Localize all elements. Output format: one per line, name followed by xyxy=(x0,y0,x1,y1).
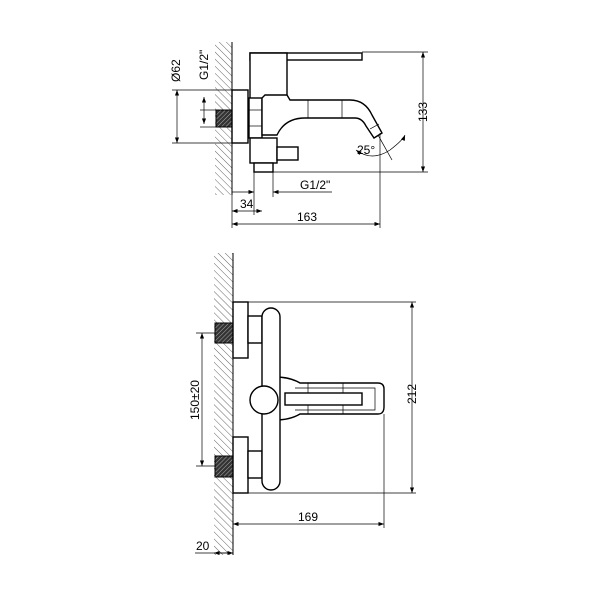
lower-flange xyxy=(232,436,249,494)
lower-inlet-thread xyxy=(214,455,234,478)
dim-offset-label: 34 xyxy=(240,197,254,211)
wall-flange xyxy=(231,89,249,144)
upper-inlet-thread xyxy=(214,322,234,344)
dim-angle-label: 25° xyxy=(357,143,375,157)
hex-nut xyxy=(248,97,263,139)
side-view: Ø62 G1/2" 133 25° G1/2" 34 163 xyxy=(169,42,430,228)
dim-depth-label: 163 xyxy=(297,210,317,224)
diverter-body xyxy=(249,137,278,164)
inlet-thread xyxy=(215,109,233,128)
upper-nut xyxy=(247,315,263,344)
upper-flange xyxy=(232,301,249,359)
lower-nut xyxy=(247,450,263,479)
front-view: 212 169 150±20 20 xyxy=(188,253,419,556)
dim-height-label: 133 xyxy=(416,102,430,122)
mixer-body xyxy=(249,52,288,101)
outlet xyxy=(253,162,274,173)
dim-centers-label: 150±20 xyxy=(188,380,202,420)
dim-outlet-thread-label: G1/2" xyxy=(300,178,330,192)
mixer-cartridge xyxy=(249,385,279,415)
inner-slot xyxy=(284,392,363,406)
diverter-knob xyxy=(276,146,299,161)
dim-diameter-label: Ø62 xyxy=(169,59,183,82)
dim-inlet-thread-label: G1/2" xyxy=(197,50,211,80)
dim-height-label: 212 xyxy=(405,384,419,404)
wall-section xyxy=(214,253,233,555)
dim-wall-label: 20 xyxy=(196,539,210,553)
spout xyxy=(261,94,383,139)
dim-depth-label: 169 xyxy=(298,510,318,524)
